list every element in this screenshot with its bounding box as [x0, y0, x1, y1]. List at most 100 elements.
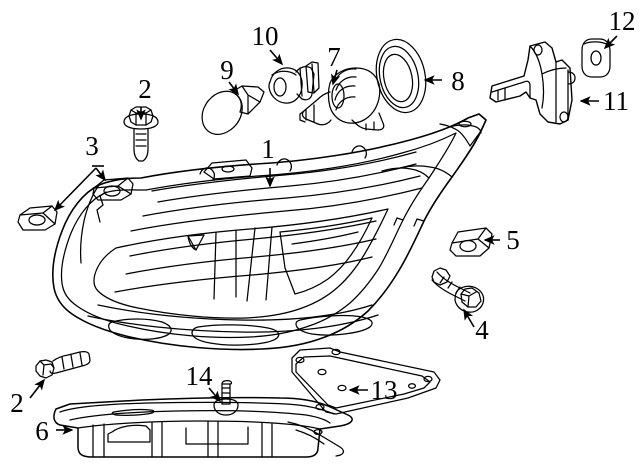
projector-pocket: [279, 217, 373, 295]
bolt-washer-flange-upper: [123, 113, 159, 130]
retainer-rib-2: [151, 421, 163, 458]
seal-ring-outer: [375, 38, 427, 114]
callout-number-9: 9: [220, 55, 234, 85]
headlamp-top-tab-hole: [221, 165, 235, 173]
callout-number-4: 4: [475, 315, 489, 345]
chamber-line-2: [125, 238, 377, 275]
outer-bolt-tip: [431, 267, 451, 286]
bracket-cap-hole: [590, 50, 602, 66]
callout-number-13: 13: [371, 375, 398, 405]
bulb-glass-neck: [301, 91, 332, 126]
retainer-rib-3: [207, 421, 219, 458]
plate-hole-2: [315, 403, 325, 411]
retainer-rib-1: [92, 423, 105, 458]
stud-threads: [221, 387, 231, 399]
outer-bolt-shank-bottom: [431, 279, 466, 302]
outer-bolt-hex-facets: [460, 291, 477, 308]
retainer-outline: [53, 396, 353, 458]
bolt-hex-side-facets: [135, 112, 147, 126]
bracket-fold-2: [541, 67, 567, 75]
bolt-threads-upper: [135, 133, 147, 147]
socket-bore: [273, 77, 287, 97]
callout-number-1: 1: [261, 134, 275, 164]
lens-bump-1: [199, 167, 215, 181]
lower-band-mid: [87, 314, 379, 333]
bracket-hole-bottom: [559, 111, 569, 123]
nut-clip-lower-hole: [28, 214, 46, 226]
headlamp-outer-edge: [52, 113, 487, 351]
retainer-inner-edge: [77, 420, 321, 430]
leader-9: [228, 81, 239, 96]
nut-clip-upper-hole: [103, 185, 121, 197]
lower-band-top: [97, 304, 373, 321]
bracket-hole-top: [533, 44, 543, 56]
bracket-outline: [489, 41, 573, 125]
lens-rib-3: [142, 175, 421, 217]
chamber-tab-edge: [187, 235, 197, 251]
retainer-rib-4: [261, 422, 273, 458]
nut-clip-left-lower: [17, 205, 58, 231]
plate-hole-1: [295, 356, 305, 364]
retainer-pocket-left: [107, 424, 151, 443]
plate-hole-3: [423, 375, 433, 383]
socket-rear: [305, 61, 320, 94]
bracket-side-ear: [567, 71, 576, 85]
callout-number-10: 10: [252, 21, 279, 51]
drl-divider-2: [246, 226, 273, 302]
headlamp-notch-right: [413, 218, 425, 227]
lens-rib-4: [130, 187, 423, 232]
leader-7: [331, 69, 341, 86]
socket-front-body: [268, 67, 303, 104]
plate-hole-5: [407, 383, 417, 389]
socket-top-edge: [271, 70, 297, 76]
headlamp-tip-hole: [458, 120, 472, 128]
reflector-chamber: [93, 208, 389, 319]
mounting-bracket: [489, 41, 576, 125]
outer-bolt-shank-top: [436, 271, 471, 294]
callout-number-5: 5: [506, 225, 520, 255]
mounting-plate: [291, 347, 441, 415]
headlamp-outer-tip: [439, 113, 487, 147]
leader-12: [603, 35, 618, 50]
callout-number-7: 7: [327, 42, 341, 72]
bolt-shank-lower: [49, 350, 91, 375]
callout-number-2-upper: 2: [138, 74, 152, 104]
outer-nut-clip-fold: [451, 227, 490, 249]
lower-opening-right: [295, 314, 373, 336]
lower-opening-left: [108, 318, 172, 340]
callout-number-11: 11: [603, 86, 629, 116]
lens-bump-3: [351, 145, 367, 159]
plate-hole-4: [331, 348, 341, 356]
bolt-hex-facets-lower: [39, 360, 55, 376]
leader-3-upper: [95, 167, 106, 182]
chamber-tab: [187, 234, 205, 251]
callout-number-6: 6: [35, 416, 49, 446]
lens-rib-2: [157, 163, 417, 203]
bolt-hex-head-lower: [35, 359, 55, 379]
nut-clip-lower-fold: [19, 205, 56, 225]
bulb-collar-body: [327, 67, 381, 124]
nut-clip-left-upper: [92, 177, 134, 201]
plate-hole-6: [317, 368, 327, 376]
headlamp-fold-b: [381, 167, 430, 179]
retainer-right-hole: [313, 428, 323, 436]
outer-bolt: [431, 267, 485, 313]
mounting-plate-inner: [295, 355, 431, 409]
mounting-plate-body: [291, 347, 441, 415]
seal-ring-inner: [382, 53, 414, 103]
headlamp-notch-right-inner: [393, 217, 404, 226]
bolt-shank-upper: [133, 128, 149, 162]
nut-clip-upper-fold: [93, 177, 132, 195]
outer-nut-clip: [449, 227, 493, 257]
halogen-bulb: [299, 67, 385, 131]
leader-4: [463, 308, 475, 328]
seal-ring-mid: [378, 45, 420, 109]
bracket-cap-body: [581, 38, 611, 78]
headlamp-top-tab: [203, 159, 253, 180]
lower-flange-bolt: [35, 350, 91, 379]
headlamp-assembly: [52, 113, 487, 351]
headlamp-left-notch: [96, 191, 107, 223]
leader-10: [269, 49, 284, 66]
